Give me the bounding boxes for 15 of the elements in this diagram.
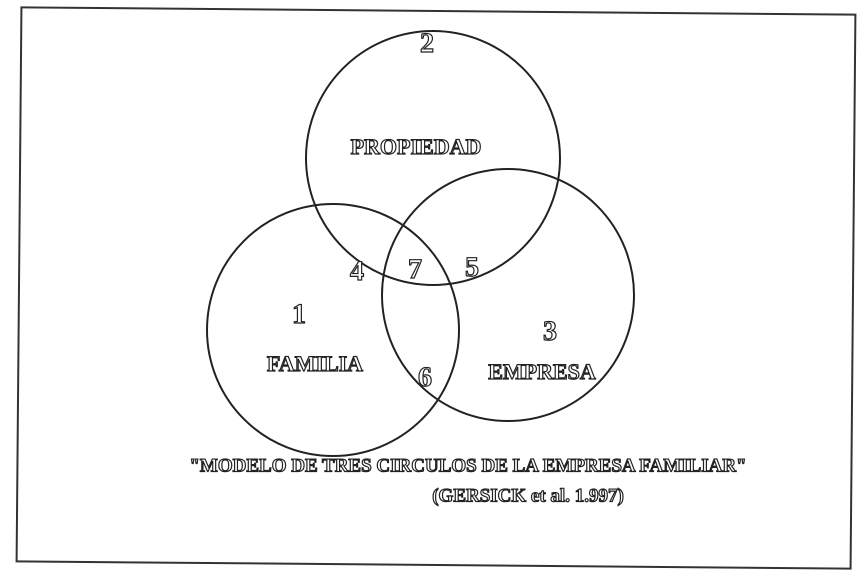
circle-label: FAMILIA xyxy=(266,353,364,375)
region-number: 2 xyxy=(420,30,434,58)
citation-caption: (GERSICK et al. 1.997) xyxy=(432,486,624,506)
region-number: 4 xyxy=(350,258,364,286)
venn-circle xyxy=(305,30,561,286)
venn-circle xyxy=(381,168,635,422)
circle-label: EMPRESA xyxy=(488,361,596,383)
circle-label: PROPIEDAD xyxy=(350,136,482,158)
region-number: 7 xyxy=(408,256,422,284)
region-number: 6 xyxy=(418,364,432,392)
region-number: 3 xyxy=(543,318,557,346)
region-number: 5 xyxy=(465,254,479,282)
diagram-title: "MODELO DE TRES CIRCULOS DE LA EMPRESA FAMILIAR" xyxy=(189,456,747,476)
venn-circle xyxy=(206,203,460,457)
region-number: 1 xyxy=(292,301,306,329)
